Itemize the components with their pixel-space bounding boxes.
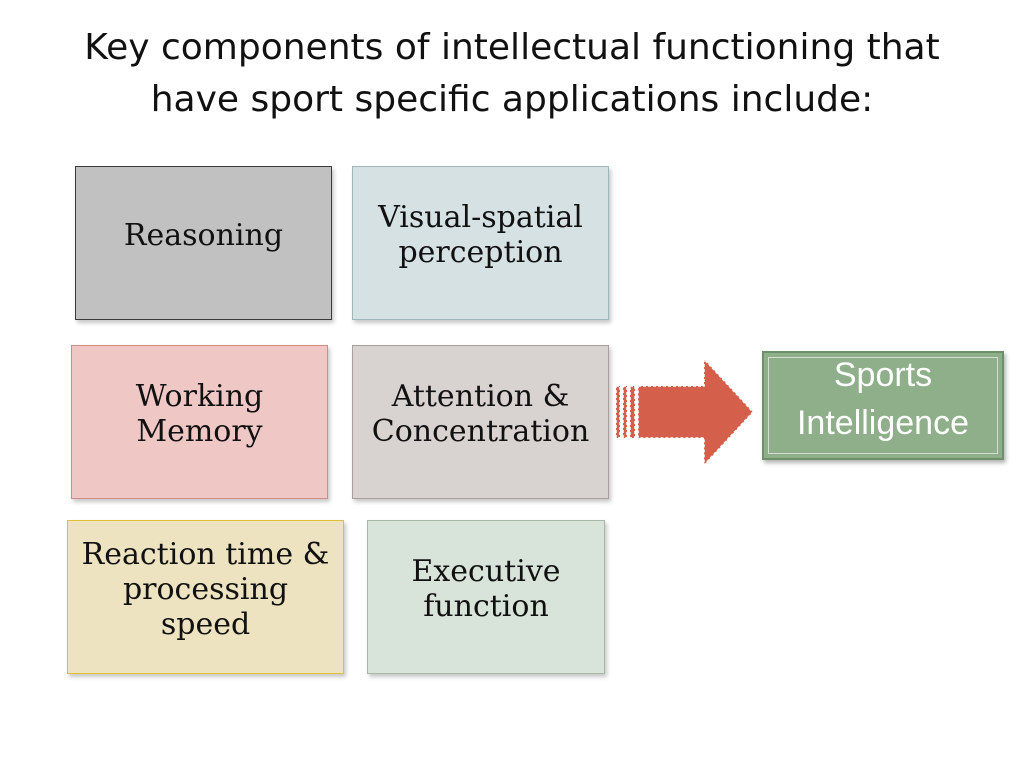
right-arrow-icon	[615, 357, 755, 467]
component-label: Reaction time & processing speed	[81, 536, 330, 642]
component-working-memory: Working Memory	[71, 345, 328, 499]
component-label: Working Memory	[135, 379, 264, 449]
component-executive-function: Executive function	[367, 520, 605, 674]
sports-intelligence-box: Sports Intelligence	[762, 351, 1004, 460]
result-label: Sports Intelligence	[796, 355, 969, 442]
component-attention-concentration: Attention & Concentration	[352, 345, 609, 499]
component-reasoning: Reasoning	[75, 166, 332, 320]
component-label: Visual-spatial perception	[378, 200, 583, 270]
component-visual-spatial-perception: Visual-spatial perception	[352, 166, 609, 320]
component-reaction-time: Reaction time & processing speed	[67, 520, 344, 674]
arrow-shape	[615, 357, 755, 467]
component-label: Attention & Concentration	[371, 379, 590, 449]
slide-title: Key components of intellectual functioni…	[84, 27, 940, 120]
component-label: Reasoning	[123, 217, 284, 253]
component-label: Executive function	[411, 554, 561, 624]
